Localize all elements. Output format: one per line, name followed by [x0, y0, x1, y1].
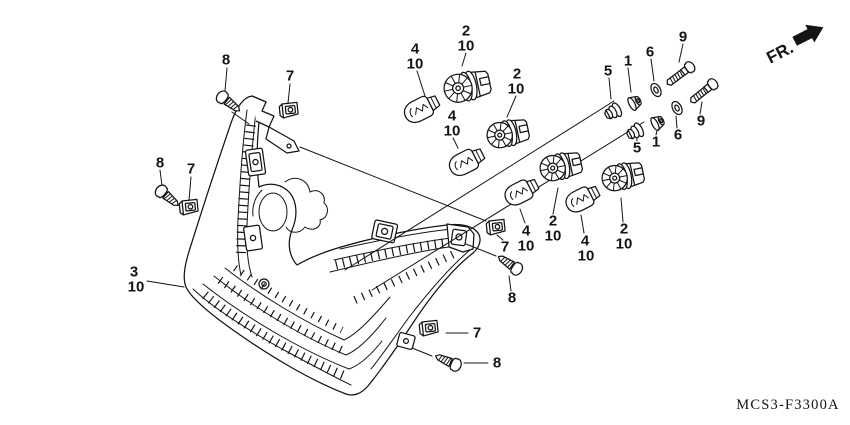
- screw-8-bottom: [432, 349, 464, 374]
- fr-arrow-icon: [792, 24, 824, 46]
- clip-nut-left: [178, 198, 200, 216]
- diagram-part-code: MCS3-F3300A: [736, 397, 839, 413]
- part-callout-8: 8: [492, 354, 502, 372]
- part-callout-10: 10: [615, 235, 633, 253]
- fr-label: FR.: [763, 38, 796, 67]
- tail-light-housing: [184, 96, 480, 395]
- part-callout-10: 10: [443, 122, 461, 140]
- screw-9-upper: [663, 59, 698, 90]
- wedge-bulb-4: [561, 181, 604, 217]
- part-callout-8: 8: [155, 154, 165, 172]
- part-callout-1: 1: [651, 133, 661, 151]
- part-callout-2: 2: [619, 220, 629, 238]
- clip-nut-bottom: [418, 319, 440, 337]
- part-callout-4: 4: [580, 232, 590, 250]
- part-callout-5: 5: [603, 62, 613, 80]
- part-callout-5: 5: [632, 139, 642, 157]
- clip-nut-mid: [485, 218, 507, 236]
- part-callout-10: 10: [406, 55, 424, 73]
- screw-8-left: [152, 182, 183, 211]
- bulb-socket-2: [484, 115, 532, 152]
- part-callout-10: 10: [457, 37, 475, 55]
- bulb-socket-4: [599, 158, 647, 195]
- part-callout-10: 10: [507, 80, 525, 98]
- part-callout-3: 3: [129, 263, 139, 281]
- fr-direction-indicator: FR.: [763, 24, 824, 67]
- part-callout-6: 6: [673, 126, 683, 144]
- screw-8-mid: [494, 250, 526, 278]
- part-callout-7: 7: [472, 324, 482, 342]
- part-callout-9: 9: [696, 112, 706, 130]
- part-callout-7: 7: [500, 238, 510, 256]
- part-callout-4: 4: [410, 40, 420, 58]
- bulb-socket-3: [537, 148, 585, 185]
- part-callout-7: 7: [186, 160, 196, 178]
- washer-upper: [648, 81, 664, 99]
- collar-upper: [625, 92, 645, 113]
- wedge-bulb-2: [445, 143, 488, 181]
- part-callout-10: 10: [517, 237, 535, 255]
- part-callout-4: 4: [447, 107, 457, 125]
- screw-8-top: [213, 88, 245, 117]
- part-callout-10: 10: [544, 227, 562, 245]
- part-callout-2: 2: [461, 22, 471, 40]
- bulb-socket-1: [440, 66, 494, 106]
- screw-9-lower: [686, 76, 721, 108]
- part-callout-2: 2: [512, 65, 522, 83]
- washer-lower: [669, 99, 685, 117]
- leader-lines: [147, 44, 702, 363]
- collar-lower: [648, 112, 668, 133]
- part-callout-1: 1: [623, 52, 633, 70]
- part-callout-4: 4: [521, 222, 531, 240]
- part-callout-8: 8: [507, 289, 517, 307]
- part-callout-8: 8: [221, 51, 231, 69]
- part-callout-10: 10: [577, 247, 595, 265]
- part-callout-9: 9: [678, 28, 688, 46]
- part-callout-6: 6: [645, 43, 655, 61]
- part-callout-2: 2: [548, 212, 558, 230]
- wedge-bulb-3: [500, 174, 543, 210]
- part-callout-10: 10: [127, 278, 145, 296]
- clip-nut-top: [278, 101, 300, 119]
- grommet-upper: [601, 101, 625, 123]
- wedge-bulb-1: [400, 90, 443, 128]
- part-callout-7: 7: [285, 67, 295, 85]
